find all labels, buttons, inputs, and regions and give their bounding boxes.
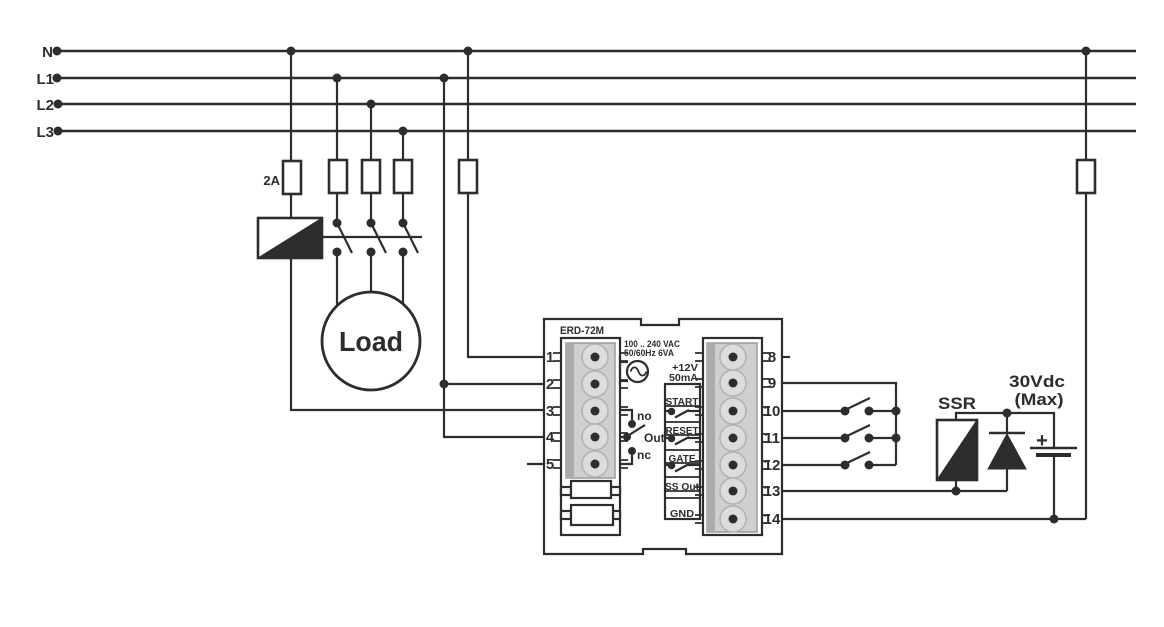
rail-l2-start-dot [53, 99, 63, 109]
gate-pushbutton [781, 451, 896, 470]
terminal-number-4: 4 [546, 429, 555, 446]
ssr-label: SSR [938, 394, 976, 413]
fuse-2a-label: 2A [263, 173, 280, 188]
input-box-dividers [665, 405, 700, 499]
rail-l3-label: L3 [36, 124, 54, 141]
reset-switch-icon [665, 434, 700, 446]
terminal-number-8: 8 [768, 349, 776, 366]
rail-n-label: N [42, 44, 53, 61]
gnd-label: GND [670, 509, 694, 520]
right-terminal-numbers: 8 9 10 11 12 13 14 [764, 349, 781, 528]
fuse-return [1075, 158, 1097, 195]
terminal-number-14: 14 [764, 511, 781, 528]
terminal-number-10: 10 [764, 403, 781, 420]
right-block-ticks [695, 352, 770, 524]
fuse-l1 [327, 158, 349, 195]
relay-nc-label: nc [637, 448, 651, 462]
relay-nc-dot [628, 447, 636, 455]
fuse-l3 [392, 158, 414, 195]
contactor [256, 216, 422, 306]
relay-no-label: no [637, 409, 652, 423]
terminal-block-left [553, 336, 628, 537]
wire-t9-switch-common [781, 381, 898, 465]
reset-pushbutton [781, 424, 896, 443]
fuse-l2 [360, 158, 382, 195]
relay-no-dot [628, 420, 636, 428]
wire-n-to-t1 [466, 51, 546, 359]
dc-voltage-line1: 30Vdc [1009, 372, 1065, 391]
contactor-pole-2 [366, 218, 387, 292]
relay-common-label: Out [644, 431, 665, 445]
ssr-box [935, 418, 979, 496]
relay-nc-wire [620, 455, 634, 466]
start-pushbutton [781, 397, 896, 416]
start-switch-icon [665, 407, 700, 419]
input-section: START RESET GATE SS Out GND [663, 382, 702, 521]
ac-source-icon [618, 357, 650, 384]
load: Load [320, 290, 422, 392]
device-model-label: ERD-72M [560, 325, 604, 337]
rail-n-start-dot [52, 46, 62, 56]
terminal-number-1: 1 [546, 349, 554, 366]
relay-output-contact: no Out nc [620, 408, 665, 466]
terminal-number-5: 5 [546, 456, 554, 473]
rail-l2-label: L2 [36, 97, 54, 114]
power-rails: N L1 L2 L3 [36, 44, 1136, 141]
gate-switch-icon [665, 461, 700, 473]
supply-rating-line2: 50/60Hz 6VA [624, 348, 674, 359]
terminal-number-2: 2 [546, 376, 554, 393]
erd-72m-device: ERD-72M [542, 317, 784, 556]
wire-coil-to-t3 [289, 258, 546, 412]
relay-no-wire [620, 408, 634, 420]
junction-t2-branch [439, 379, 449, 389]
terminal-number-12: 12 [764, 457, 781, 474]
load-circle [320, 290, 422, 392]
dc-voltage-line2: (Max) [1015, 390, 1064, 409]
ss-out-label: SS Out [665, 482, 700, 493]
fuses: 2A [263, 158, 1097, 196]
terminal-block-right [695, 336, 770, 537]
rail-l1-label: L1 [36, 71, 54, 88]
fuse-supply [457, 158, 479, 195]
start-label: START [666, 397, 699, 408]
rail-l1-start-dot [52, 73, 62, 83]
left-terminal-numbers: 1 2 3 4 5 [546, 349, 555, 473]
fuse-2a [281, 159, 303, 196]
dc-output-section: SSR + 30Vdc (Max) [935, 372, 1077, 519]
jumper-link-2 [559, 503, 622, 527]
terminal-number-3: 3 [546, 403, 554, 420]
supply-rating-line1: 100 .. 240 VAC [624, 339, 680, 350]
aux-supply-line1: +12V [672, 363, 698, 374]
flyback-diode-icon [987, 413, 1027, 491]
reset-label: RESET [666, 426, 699, 437]
terminal-number-9: 9 [768, 375, 776, 392]
wire-l1-to-t4 [442, 78, 546, 439]
relay-blade [628, 424, 646, 436]
control-wiring [781, 355, 1086, 524]
load-label: Load [339, 326, 403, 357]
polarity-plus-sign: + [1036, 430, 1048, 452]
terminal-number-13: 13 [764, 483, 781, 500]
gate-label: GATE [669, 454, 696, 465]
contactor-pole-1 [332, 218, 353, 306]
contactor-pole-3 [398, 218, 419, 305]
terminal-number-11: 11 [764, 430, 780, 447]
jumper-link-1 [559, 479, 622, 500]
rail-l3-start-dot [53, 126, 63, 136]
aux-supply-line2: 50mA [669, 373, 698, 384]
dc-source-icon [1030, 446, 1077, 519]
junction-ssr-bottom [951, 486, 961, 496]
